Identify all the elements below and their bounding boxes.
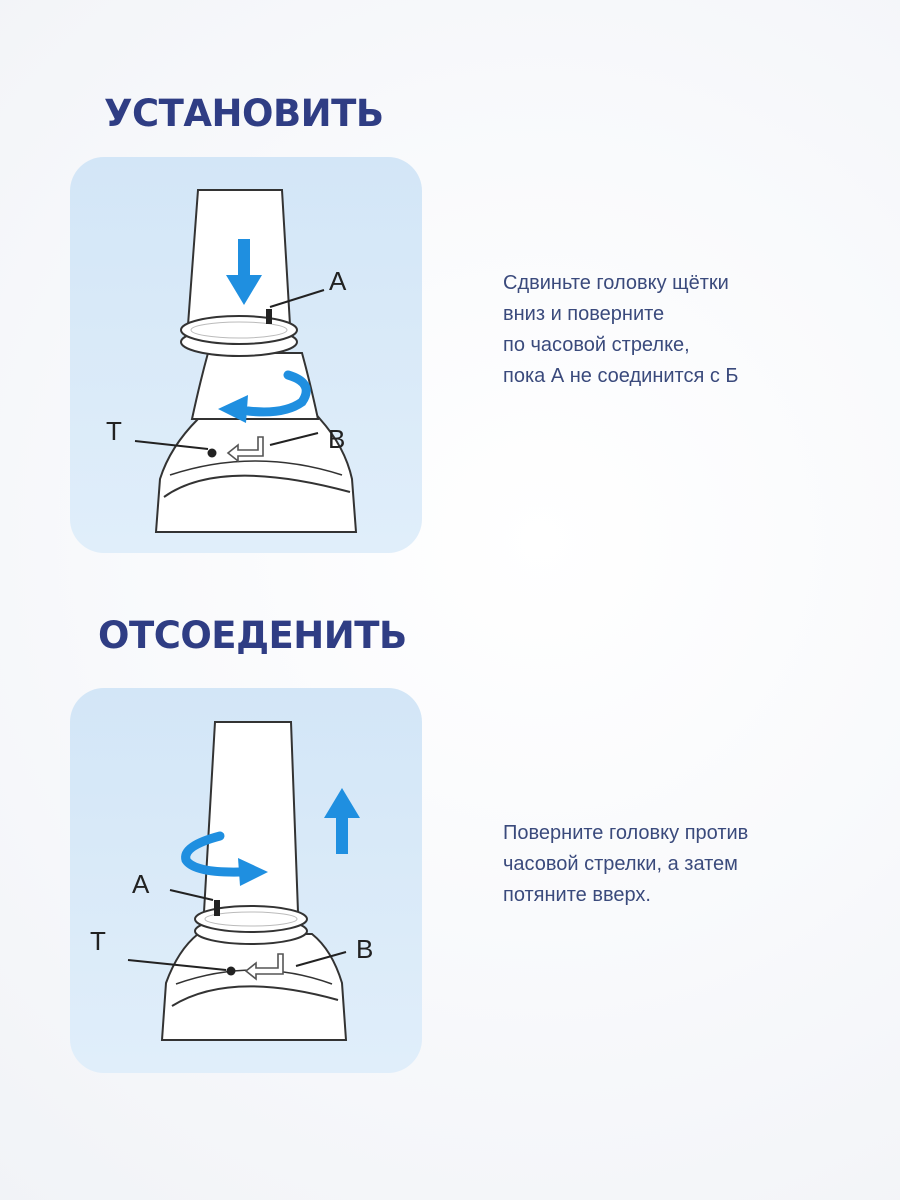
detach-diagram: A T B: [90, 721, 373, 1041]
marker-b: [244, 953, 284, 981]
detach-illustration: A T B: [70, 688, 422, 1073]
detach-label-a: A: [132, 869, 150, 899]
detach-desc-line: потяните вверх.: [503, 884, 651, 906]
detach-title: ОТСОЕДЕНИТЬ: [98, 614, 407, 657]
install-label-b: B: [328, 424, 345, 454]
brush-head-shaft: [202, 721, 300, 913]
marker-t: [226, 966, 236, 976]
install-label-a: A: [329, 266, 347, 296]
install-desc-line: пока А не соединится с Б: [503, 365, 739, 387]
install-description: Сдвиньте головку щётки вниз и поверните …: [503, 268, 739, 392]
install-illustration: A T B: [70, 157, 422, 553]
detach-desc-line: часовой стрелки, а затем: [503, 853, 738, 875]
rotate-counterclockwise-icon: [181, 831, 245, 877]
handle-neck: [190, 352, 320, 420]
handle-base: [154, 411, 358, 533]
install-desc-line: вниз и поверните: [503, 303, 665, 325]
marker-a: [214, 900, 220, 916]
detach-label-b: B: [356, 934, 373, 964]
install-desc-line: по часовой стрелке,: [503, 334, 690, 356]
detach-description: Поверните головку против часовой стрелки…: [503, 818, 748, 911]
install-desc-line: Сдвиньте головку щётки: [503, 272, 729, 294]
install-label-t: T: [106, 416, 122, 446]
marker-a: [266, 309, 272, 324]
arrow-down-icon: [226, 239, 262, 305]
detach-label-t: T: [90, 926, 106, 956]
marker-b: [226, 436, 264, 463]
install-diagram: A T B: [106, 189, 358, 533]
arrow-up-icon: [324, 788, 360, 854]
detach-desc-line: Поверните головку против: [503, 822, 749, 844]
install-title: УСТАНОВИТЬ: [104, 92, 384, 135]
marker-t: [207, 448, 217, 458]
rotate-clockwise-icon: [243, 370, 311, 417]
